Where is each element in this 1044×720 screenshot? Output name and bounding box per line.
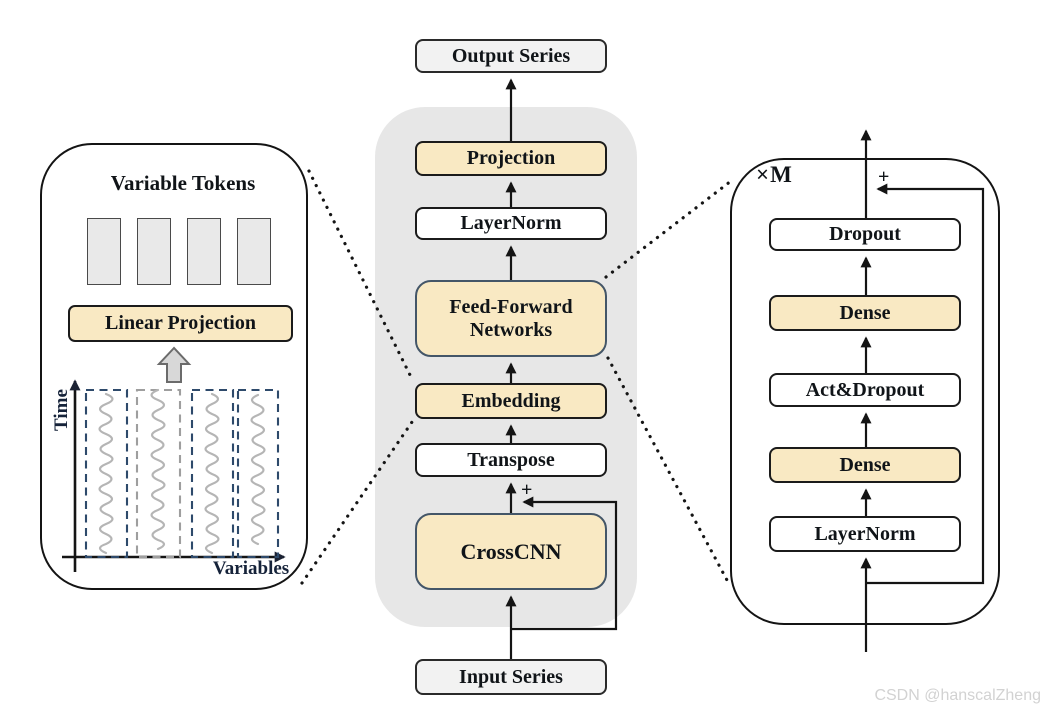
watermark-text: CSDN @hanscalZheng: [874, 687, 1041, 704]
embedding-box: Embedding: [415, 383, 607, 419]
projection-box: Projection: [415, 141, 607, 176]
variable-slice-box: [236, 388, 280, 559]
repeat-times-label: ×M: [756, 162, 793, 187]
layernorm-detail-box: LayerNorm: [769, 516, 961, 552]
dotted-right-bottom: [606, 356, 730, 584]
crosscnn-residual-path: [511, 496, 618, 631]
variable-token: [137, 218, 171, 285]
residual-plus-label: +: [878, 166, 890, 188]
variable-slice-box: [135, 388, 182, 559]
time-series-squiggle: [204, 392, 220, 555]
feed-forward-networks-box: Feed-Forward Networks: [415, 280, 607, 357]
zoom-connector-lines: [300, 169, 733, 585]
time-series-squiggle: [250, 393, 266, 546]
time-series-squiggle: [150, 388, 166, 551]
input-series-box: Input Series: [415, 659, 607, 695]
variable-token: [87, 218, 121, 285]
dense-box: Dense: [769, 447, 961, 483]
time-axis-label: Time: [51, 389, 72, 431]
dense-box: Dense: [769, 295, 961, 331]
variable-tokens-title: Variable Tokens: [110, 171, 256, 195]
ffn-residual-path: [866, 183, 985, 585]
block-up-arrow-icon: [156, 346, 192, 383]
time-series-squiggle: [98, 392, 114, 555]
backbone-flow-arrows: [505, 78, 618, 659]
dotted-left-bottom: [300, 420, 414, 585]
transpose-box: Transpose: [415, 443, 607, 477]
dotted-left-top: [307, 169, 415, 383]
dotted-right-top: [604, 179, 733, 279]
crosscnn-box: CrossCNN: [415, 513, 607, 590]
variables-axis-label: Variables: [212, 558, 290, 579]
residual-plus-label: +: [521, 479, 533, 501]
input-series-plot: [62, 346, 286, 572]
layernorm-box: LayerNorm: [415, 207, 607, 240]
act-dropout-box: Act&Dropout: [769, 373, 961, 407]
variable-token: [237, 218, 271, 285]
variable-token: [187, 218, 221, 285]
variable-slice-box: [84, 388, 129, 559]
dropout-box: Dropout: [769, 218, 961, 251]
ffn-detail-flow-arrows: [860, 129, 985, 652]
linear-projection-box: Linear Projection: [68, 305, 293, 342]
output-series-box: Output Series: [415, 39, 607, 73]
variable-slice-box: [190, 388, 235, 559]
